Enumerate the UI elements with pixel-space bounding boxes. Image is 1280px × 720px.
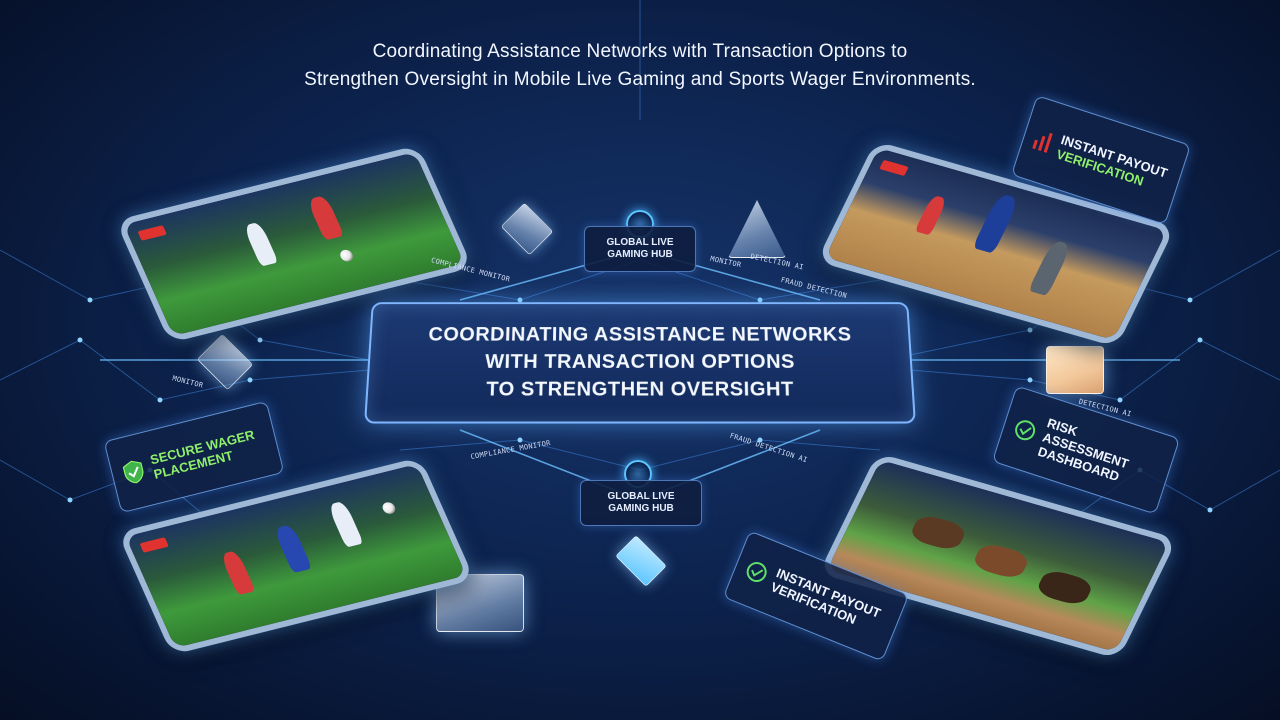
live-badge xyxy=(137,225,167,241)
live-badge xyxy=(879,159,909,177)
check-shield-icon xyxy=(122,460,144,484)
player-white xyxy=(327,500,364,548)
center-title-line-3: to Strengthen Oversight xyxy=(485,378,795,401)
center-title-panel: Coordinating Assistance Networks with Tr… xyxy=(364,302,916,424)
risk-dashboard-card: Risk Assessment Dashboard xyxy=(991,385,1181,515)
player-blue xyxy=(972,192,1021,254)
hub-bottom-line-2: Gaming Hub xyxy=(608,503,674,514)
player-red xyxy=(914,194,948,236)
player-red xyxy=(219,550,256,596)
hub-top-line-1: Global Live xyxy=(606,237,674,248)
hub-top-line-2: Gaming Hub xyxy=(607,249,673,260)
horse-1 xyxy=(907,512,969,553)
global-hub-bottom: Global Live Gaming Hub xyxy=(580,480,702,526)
center-title-line-2: with Transaction Options xyxy=(484,351,796,373)
soccer-ball xyxy=(380,501,398,516)
center-title-line-1: Coordinating Assistance Networks xyxy=(428,324,852,346)
horse-2 xyxy=(970,541,1032,581)
player-red xyxy=(306,194,345,241)
player-grey xyxy=(1028,239,1073,297)
headline-line-1: Coordinating Assistance Networks with Tr… xyxy=(372,41,908,62)
horse-3 xyxy=(1034,567,1096,608)
check-circle-icon xyxy=(1015,420,1036,441)
player-white xyxy=(242,221,279,267)
payout-card-top: Instant Payout Verification xyxy=(1010,95,1192,225)
hub-bottom-line-1: Global Live xyxy=(607,491,675,502)
live-badge xyxy=(139,537,169,553)
headline: Coordinating Assistance Networks with Tr… xyxy=(140,38,1140,94)
bar-chart-icon xyxy=(1032,132,1053,153)
payout-card-bottom: Instant Payout Verification xyxy=(722,530,910,662)
player-blue xyxy=(273,523,313,574)
global-hub-top: Global Live Gaming Hub xyxy=(584,226,696,272)
soccer-ball xyxy=(338,248,355,263)
headline-line-2: Strengthen Oversight in Mobile Live Gami… xyxy=(304,69,976,90)
crystal-cube-right xyxy=(1046,346,1104,394)
check-circle-icon xyxy=(746,562,767,583)
secure-wager-card: Secure Wager Placement xyxy=(103,400,285,514)
